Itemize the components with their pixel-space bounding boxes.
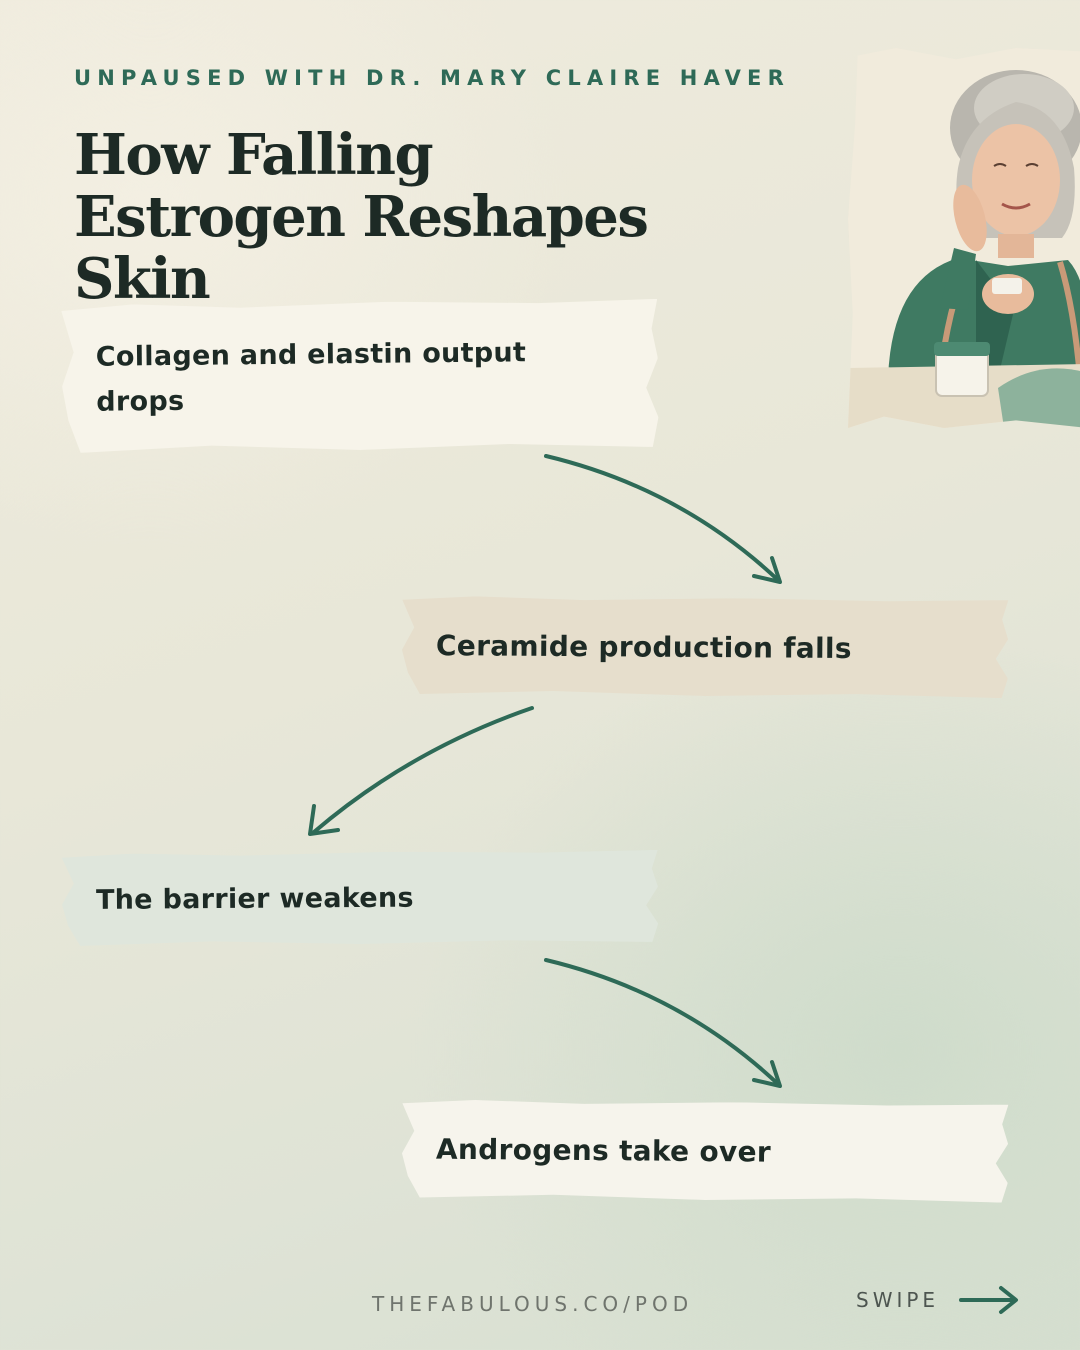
footer-url[interactable]: THEFABULOUS.CO/POD — [372, 1292, 694, 1316]
step-label: The barrier weakens — [95, 882, 414, 916]
swipe-button[interactable]: SWIPE — [856, 1284, 1021, 1316]
swipe-label: SWIPE — [856, 1288, 940, 1312]
step-label: Ceramide production falls — [435, 628, 852, 665]
flow-arrow-icon — [544, 958, 782, 1088]
step-label: Androgens take over — [435, 1132, 772, 1169]
step-label: Collagen and elastin output drops — [95, 337, 527, 418]
flow-arrow-icon — [544, 454, 782, 584]
flow-arrow-icon — [308, 706, 534, 836]
woman-applying-cream-illustration — [848, 48, 1080, 428]
series-label: UNPAUSED WITH DR. MARY CLAIRE HAVER — [74, 66, 790, 90]
step-collagen-elastin: Collagen and elastin output drops — [61, 299, 659, 453]
arrow-right-icon — [959, 1286, 1019, 1314]
step-androgens: Androgens take over — [402, 1099, 1009, 1202]
step-ceramide: Ceramide production falls — [402, 596, 1009, 698]
step-barrier: The barrier weakens — [62, 850, 659, 946]
page-title: How Falling Estrogen Reshapes Skin — [74, 122, 649, 312]
